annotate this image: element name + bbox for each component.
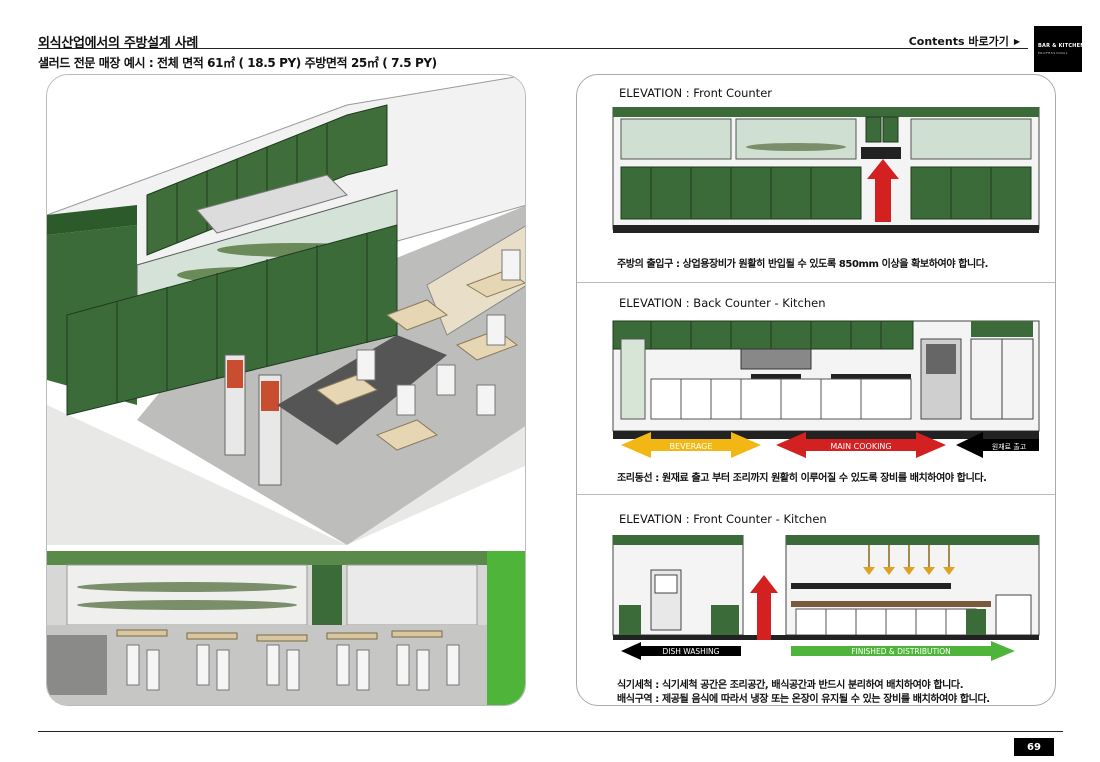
page-title: 외식산업에서의 주방설계 사례 <box>38 36 199 51</box>
elevation-front-kitchen-title: ELEVATION : Front Counter - Kitchen <box>619 512 827 526</box>
contents-link[interactable]: Contents 바로가기 ▶ <box>909 33 1020 49</box>
flow-dish-washing-label: DISH WASHING <box>663 647 720 656</box>
play-triangle-icon: ▶ <box>1013 36 1020 46</box>
elevation-back-counter-note: 조리동선 : 원재료 출고 부터 조리까지 원활히 이루어질 수 있도록 장비를… <box>617 473 987 484</box>
elevations-panel: ELEVATION : Front Counter <box>576 74 1056 706</box>
elevation-back-counter-title: ELEVATION : Back Counter - Kitchen <box>619 296 826 310</box>
store-render-panel <box>46 74 526 706</box>
elevation-front-kitchen-note-2: 배식구역 : 제공될 음식에 따라서 냉장 또는 온장이 유지될 수 있는 장비… <box>617 694 990 705</box>
flow-ingredient-out-label: 원재료 출고 <box>992 442 1027 451</box>
logo-text: BAR & KITCHEN <box>1038 43 1085 49</box>
elevation-front-counter-drawing <box>611 106 1041 237</box>
footer-divider <box>38 731 1063 732</box>
flow-main-cooking-label: MAIN COOKING <box>830 442 891 451</box>
page-number: 69 <box>1014 738 1054 756</box>
brand-logo: BAR & KITCHEN PROFESSIONAL <box>1034 26 1085 72</box>
contents-link-label: Contents 바로가기 <box>908 35 1009 48</box>
section-divider <box>577 282 1055 283</box>
elevation-back-counter-drawing: BEVERAGE MAIN COOKING 원재료 출고 <box>611 319 1041 459</box>
flow-finished-label: FINISHED & DISTRIBUTION <box>851 647 951 656</box>
elevation-front-kitchen-drawing: DISH WASHING FINISHED & DISTRIBUTION <box>611 534 1041 667</box>
page-subtitle: 샐러드 전문 매장 예시 : 전체 면적 61㎡ ( 18.5 PY) 주방면적… <box>38 56 437 70</box>
elevation-front-counter-note: 주방의 출입구 : 상업용장비가 원활히 반입될 수 있도록 850mm 이상을… <box>617 259 989 270</box>
logo-subtext: PROFESSIONAL <box>1038 51 1069 55</box>
elevation-front-kitchen-note-1: 식기세척 : 식기세척 공간은 조리공간, 배식공간과 반드시 분리하여 배치하… <box>617 680 964 691</box>
elevation-front-counter-title: ELEVATION : Front Counter <box>619 86 772 100</box>
section-divider <box>577 494 1055 495</box>
header-divider <box>38 48 1028 49</box>
flow-beverage-label: BEVERAGE <box>670 442 713 451</box>
store-3d-render <box>47 75 525 705</box>
